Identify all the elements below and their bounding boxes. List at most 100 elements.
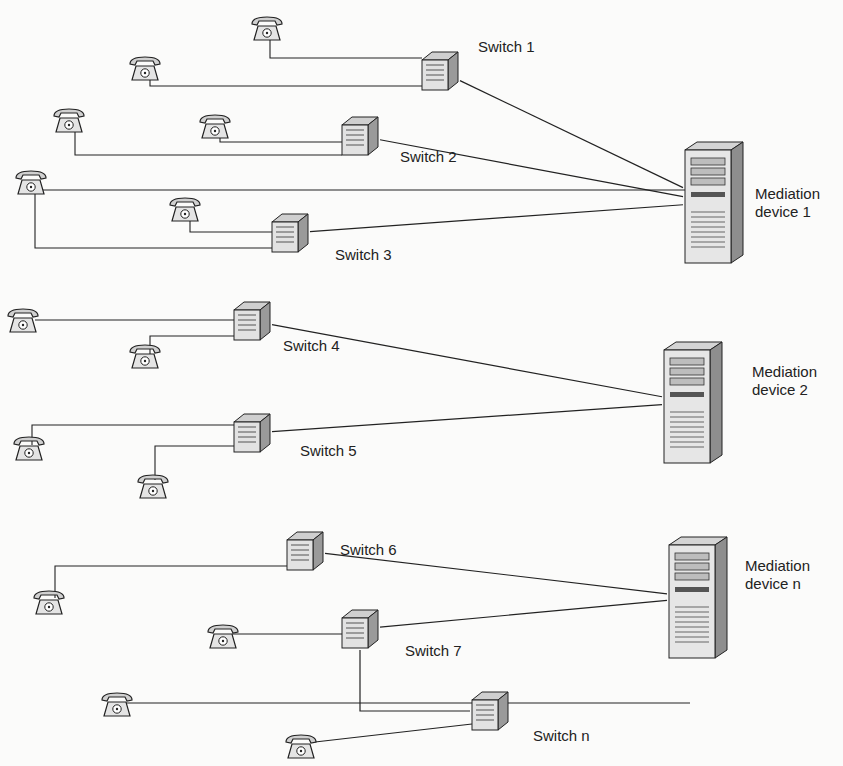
drive-slot [670, 392, 704, 397]
switch-slot [346, 633, 364, 634]
switch-icon [270, 212, 310, 254]
switch-slot [238, 330, 256, 331]
switch-slot [291, 555, 309, 556]
switch-slot [238, 432, 256, 433]
vent-line [691, 212, 725, 213]
drive-slot [675, 587, 709, 592]
switch-node: Switch 5 [232, 412, 272, 454]
switch-node: Switch 7 [340, 608, 380, 650]
server-icon [667, 535, 729, 660]
switch-front [422, 60, 448, 90]
drive-bay [691, 178, 725, 185]
phone-wire [155, 446, 234, 480]
switch-slot [346, 628, 364, 629]
vent-line [675, 637, 709, 638]
trunk-line [310, 205, 683, 232]
phone-wire [220, 135, 342, 142]
phone-wires [32, 38, 690, 742]
vent-line [670, 432, 704, 433]
telephone-icon [54, 109, 84, 132]
switch-label: Switch 5 [300, 442, 357, 460]
switch-node: Switch 4 [232, 300, 272, 342]
phone-wire [35, 189, 685, 190]
trunk-line [272, 325, 662, 397]
switch-slot [291, 545, 309, 546]
device-label: Mediation device n [745, 557, 829, 593]
phone-wire [270, 38, 422, 58]
phone-wire [35, 192, 272, 248]
switch-icon [232, 300, 272, 342]
phone-wire [315, 724, 472, 742]
server-side [715, 537, 727, 658]
telephone-icon [130, 345, 160, 368]
switch-front [472, 700, 498, 730]
switch-label: Switch 6 [340, 541, 397, 559]
switch-label: Switch n [533, 727, 590, 745]
telephones [8, 17, 316, 758]
switch-node: Switch 2 [340, 115, 380, 157]
switch-slot [276, 232, 294, 233]
vent-line [691, 217, 725, 218]
phone-wire [150, 78, 422, 86]
phone-wire [55, 566, 287, 598]
telephone-icon [8, 309, 38, 332]
vent-line [675, 607, 709, 608]
telephone-icon [286, 735, 316, 758]
phone-wire [150, 336, 234, 355]
vent-line [670, 412, 704, 413]
switch-label: Switch 3 [335, 246, 392, 264]
switch-slot [291, 560, 309, 561]
switch-side [368, 117, 378, 155]
telephone-icon [34, 591, 64, 614]
switch-side [448, 52, 458, 90]
vent-line [675, 632, 709, 633]
server-side [731, 142, 743, 263]
switch-slot [276, 242, 294, 243]
telephone-icon [130, 57, 160, 80]
switch-side [313, 532, 323, 570]
drive-bay [691, 168, 725, 175]
switch-slot [276, 227, 294, 228]
trunk-line [460, 81, 683, 188]
switch-side [368, 610, 378, 648]
drive-bay [675, 553, 709, 560]
switch-side [260, 302, 270, 340]
drive-bay [675, 563, 709, 570]
drive-bay [691, 158, 725, 165]
drive-slot [691, 192, 725, 197]
vent-line [670, 417, 704, 418]
switch-slot [346, 140, 364, 141]
switch-icon [232, 412, 272, 454]
switch-node: Switch 1 [420, 50, 460, 92]
drive-bay [670, 368, 704, 375]
switch-slot [291, 550, 309, 551]
drive-bay [670, 378, 704, 385]
switch-label: Switch 2 [400, 148, 457, 166]
server-front [664, 350, 710, 463]
switch-front [342, 618, 368, 648]
switch-slot [476, 705, 494, 706]
trunk-line [360, 650, 470, 711]
server-icon [683, 140, 745, 265]
phone-wire [35, 319, 234, 320]
telephone-icon [170, 198, 200, 221]
switch-node: Switch 6 [285, 530, 325, 572]
vent-line [691, 247, 725, 248]
switch-label: Switch 7 [405, 642, 462, 660]
vent-line [675, 612, 709, 613]
switch-slot [426, 80, 444, 81]
vent-line [691, 242, 725, 243]
vent-line [670, 422, 704, 423]
vent-line [691, 232, 725, 233]
vent-line [675, 627, 709, 628]
switch-slot [238, 427, 256, 428]
switch-slot [426, 70, 444, 71]
vent-line [675, 622, 709, 623]
switch-slot [238, 437, 256, 438]
trunk-line [380, 600, 667, 627]
switch-label: Switch 4 [283, 337, 340, 355]
server-side [710, 342, 722, 463]
phone-wire [232, 633, 342, 634]
vent-line [670, 442, 704, 443]
